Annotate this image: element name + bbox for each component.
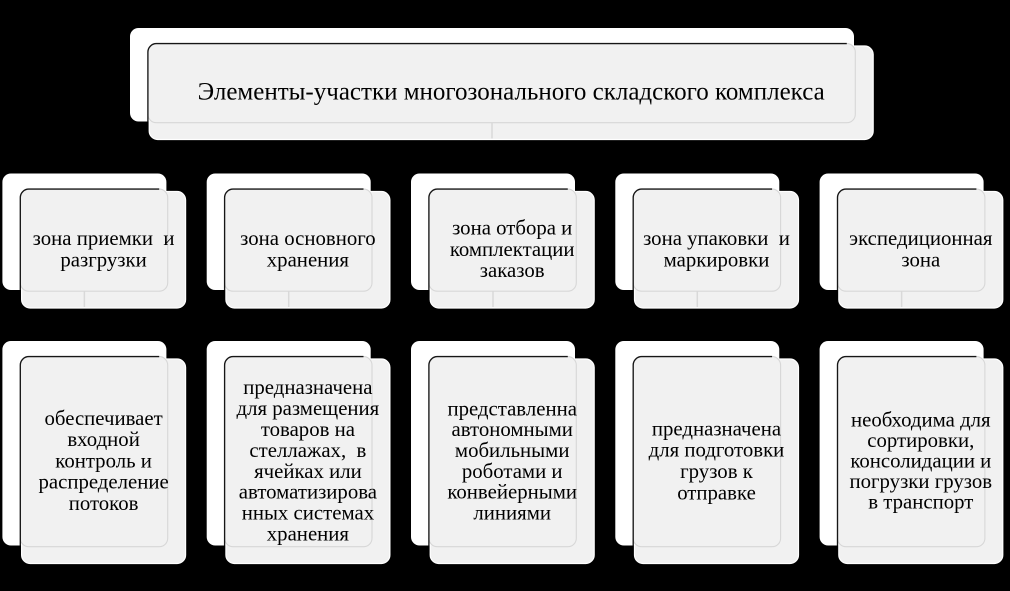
svg-text:мобильными: мобильными xyxy=(455,439,570,462)
svg-text:обеспечивает: обеспечивает xyxy=(44,407,162,430)
svg-text:зона: зона xyxy=(901,249,940,272)
svg-text:экспедиционная: экспедиционная xyxy=(849,227,993,250)
svg-text:для размещения: для размещения xyxy=(237,397,380,420)
svg-text:грузов к: грузов к xyxy=(680,460,754,483)
svg-text:консолидации и: консолидации и xyxy=(850,449,991,472)
svg-text:ячейках или: ячейках или xyxy=(254,460,362,483)
svg-text:предназначена: предназначена xyxy=(652,417,781,440)
svg-text:товаров на: товаров на xyxy=(261,418,355,441)
svg-text:зона основного: зона основного xyxy=(240,227,375,250)
svg-text:нных системах: нных системах xyxy=(242,502,375,525)
svg-text:отправке: отправке xyxy=(677,481,756,504)
svg-text:конвейерными: конвейерными xyxy=(447,481,577,504)
svg-text:разгрузки: разгрузки xyxy=(60,249,146,272)
svg-text:стеллажах, в: стеллажах, в xyxy=(249,439,366,462)
svg-text:предназначена: предназначена xyxy=(243,376,372,399)
svg-text:комплектации: комплектации xyxy=(450,238,575,261)
svg-text:для подготовки: для подготовки xyxy=(649,439,785,462)
svg-text:заказов: заказов xyxy=(480,259,545,282)
svg-text:зона отбора и: зона отбора и xyxy=(452,216,572,239)
svg-text:зона упаковки и: зона упаковки и xyxy=(643,227,790,250)
svg-text:роботами и: роботами и xyxy=(462,460,563,483)
svg-text:погрузки грузов: погрузки грузов xyxy=(850,470,993,493)
svg-text:распределение: распределение xyxy=(38,471,168,494)
svg-text:хранения: хранения xyxy=(267,249,350,272)
svg-text:линиями: линиями xyxy=(473,501,551,524)
svg-text:необходима для: необходима для xyxy=(851,408,991,431)
svg-text:в транспорт: в транспорт xyxy=(868,490,973,513)
svg-text:автономными: автономными xyxy=(451,418,572,441)
svg-text:контроль и: контроль и xyxy=(55,449,152,472)
svg-text:потоков: потоков xyxy=(69,492,139,515)
svg-text:автоматизирова: автоматизирова xyxy=(239,481,377,504)
svg-text:входной: входной xyxy=(67,428,139,451)
svg-text:сортировки,: сортировки, xyxy=(867,429,974,452)
svg-text:Элементы-участки многозонально: Элементы-участки многозонального складск… xyxy=(198,78,825,105)
svg-text:зона приемки и: зона приемки и xyxy=(33,227,175,250)
svg-text:хранения: хранения xyxy=(267,523,350,546)
svg-text:маркировки: маркировки xyxy=(664,249,770,272)
svg-text:представленна: представленна xyxy=(447,397,577,420)
